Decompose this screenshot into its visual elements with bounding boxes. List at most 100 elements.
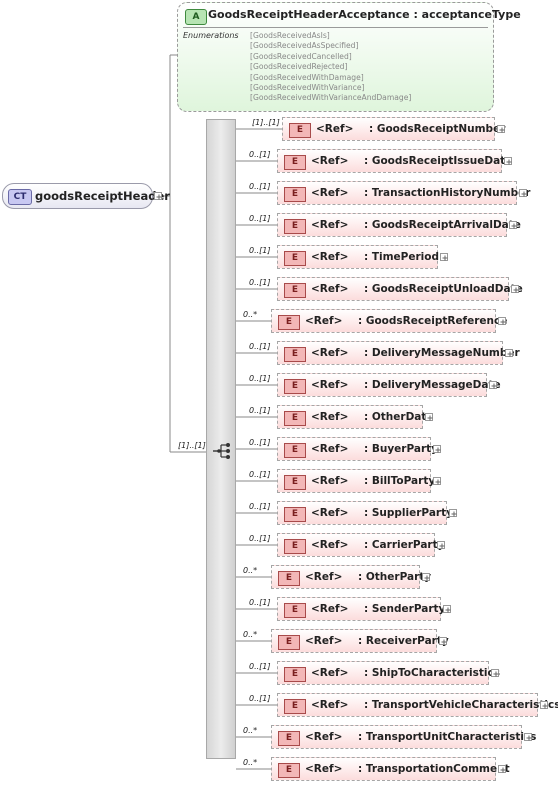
element-badge: E bbox=[284, 507, 306, 522]
element-badge: E bbox=[284, 379, 306, 394]
element-name: : GoodsReceiptReference bbox=[358, 315, 508, 327]
element-name: : OtherParty bbox=[358, 571, 432, 583]
element-name: : TransportationComment bbox=[358, 763, 510, 775]
element-ref: <Ref> bbox=[311, 251, 349, 263]
enumerations-label: Enumerations bbox=[183, 31, 239, 40]
element-cardinality: [1]..[1] bbox=[252, 118, 280, 127]
expand-icon[interactable] bbox=[433, 477, 441, 485]
enumeration-item: [GoodsReceivedCancelled] bbox=[250, 51, 352, 61]
complex-type-name: goodsReceiptHeader bbox=[35, 189, 170, 203]
sequence-bar bbox=[206, 119, 236, 759]
element-badge: E bbox=[284, 155, 306, 170]
element-node[interactable]: E<Ref>: BuyerParty bbox=[277, 437, 438, 461]
expand-icon[interactable] bbox=[449, 509, 457, 517]
element-node[interactable]: E<Ref>: CarrierParty bbox=[277, 533, 444, 557]
element-node[interactable]: E <Ref> : TimePeriod bbox=[277, 245, 440, 269]
expand-icon[interactable] bbox=[439, 637, 447, 645]
element-name: : TransportUnitCharacteristics bbox=[358, 731, 537, 743]
element-badge: E bbox=[278, 731, 300, 746]
attribute-type: : acceptanceType bbox=[413, 8, 521, 21]
element-name: : ReceiverParty bbox=[358, 635, 449, 647]
element-ref: <Ref> bbox=[311, 411, 349, 423]
element-name: : DeliveryMessageDate bbox=[364, 379, 501, 391]
expand-icon[interactable] bbox=[425, 413, 433, 421]
expand-icon[interactable] bbox=[422, 573, 430, 581]
element-cardinality: 0..[1] bbox=[249, 694, 271, 703]
element-badge: E bbox=[284, 219, 306, 234]
element-name: : SenderParty bbox=[364, 603, 446, 615]
element-badge: E bbox=[278, 571, 300, 586]
element-name: : GoodsReceiptUnloadDate bbox=[364, 283, 523, 295]
element-ref: <Ref> bbox=[311, 379, 349, 391]
expand-icon[interactable] bbox=[498, 765, 506, 773]
expand-icon[interactable] bbox=[540, 701, 548, 709]
sequence-icon[interactable] bbox=[212, 442, 232, 460]
attribute-title: GoodsReceiptHeaderAcceptance : acceptanc… bbox=[208, 8, 521, 21]
element-node[interactable]: E <Ref> : DeliveryMessageDate bbox=[277, 373, 501, 397]
expand-icon[interactable] bbox=[504, 157, 512, 165]
element-badge: E bbox=[284, 187, 306, 202]
element-node[interactable]: E<Ref>: TransactionHistoryNumber bbox=[277, 181, 530, 205]
attribute-badge: A bbox=[185, 9, 207, 25]
element-ref: <Ref> bbox=[316, 123, 354, 135]
element-ref: <Ref> bbox=[311, 347, 349, 359]
element-name: : DeliveryMessageNumber bbox=[364, 347, 520, 359]
element-node[interactable]: E<Ref>: GoodsReceiptUnloadDate bbox=[277, 277, 523, 301]
element-node[interactable]: E<Ref>: BillToParty bbox=[277, 469, 435, 493]
element-ref: <Ref> bbox=[311, 443, 349, 455]
element-name: : CarrierParty bbox=[364, 539, 445, 551]
expand-icon[interactable] bbox=[505, 349, 513, 357]
element-badge: E bbox=[284, 347, 306, 362]
element-name: : GoodsReceiptIssueDate bbox=[364, 155, 513, 167]
element-ref: <Ref> bbox=[311, 539, 349, 551]
element-badge: E bbox=[284, 251, 306, 266]
element-name: : TimePeriod bbox=[364, 251, 440, 263]
element-cardinality: 0..* bbox=[243, 566, 258, 575]
element-node[interactable]: E<Ref>: SenderParty bbox=[277, 597, 445, 621]
element-ref: <Ref> bbox=[311, 219, 349, 231]
element-node[interactable]: E<Ref>: TransportUnitCharacteristics bbox=[271, 725, 536, 749]
element-node[interactable]: E<Ref>: ShipToCharacteristics bbox=[277, 661, 500, 685]
expand-icon[interactable] bbox=[154, 192, 162, 200]
expand-icon[interactable] bbox=[524, 733, 532, 741]
expand-icon[interactable] bbox=[437, 541, 445, 549]
expand-icon[interactable] bbox=[440, 253, 448, 261]
element-node[interactable]: E<Ref>: OtherDate bbox=[277, 405, 434, 429]
expand-icon[interactable] bbox=[489, 381, 497, 389]
expand-icon[interactable] bbox=[433, 445, 441, 453]
element-cardinality: 0..[1] bbox=[249, 374, 271, 383]
element-node[interactable]: E<Ref>: GoodsReceiptNumber bbox=[282, 117, 505, 141]
expand-icon[interactable] bbox=[498, 317, 506, 325]
enumeration-item: [GoodsReceivedWithDamage] bbox=[250, 72, 364, 82]
element-node[interactable]: E<Ref>: TransportationComment bbox=[271, 757, 510, 781]
element-name: : BillToParty bbox=[364, 475, 436, 487]
element-cardinality: 0..* bbox=[243, 310, 258, 319]
element-node[interactable]: E<Ref>: GoodsReceiptReference bbox=[271, 309, 507, 333]
attribute-node[interactable]: A GoodsReceiptHeaderAcceptance : accepta… bbox=[177, 2, 521, 112]
complex-type-node[interactable]: CT goodsReceiptHeader bbox=[2, 183, 170, 209]
element-node[interactable]: E<Ref>: ReceiverParty bbox=[271, 629, 449, 653]
element-node[interactable]: E <Ref> : DeliveryMessageNumber bbox=[277, 341, 520, 365]
expand-icon[interactable] bbox=[509, 221, 517, 229]
element-node[interactable]: E<Ref>: TransportVehicleCharacteristics bbox=[277, 693, 558, 717]
element-node[interactable]: E<Ref>: OtherParty bbox=[271, 565, 431, 589]
element-badge: E bbox=[278, 763, 300, 778]
element-ref: <Ref> bbox=[311, 699, 349, 711]
element-badge: E bbox=[284, 283, 306, 298]
element-cardinality: 0..[1] bbox=[249, 470, 271, 479]
element-cardinality: 0..[1] bbox=[249, 214, 271, 223]
element-name: : SupplierParty bbox=[364, 507, 453, 519]
element-badge: E bbox=[289, 123, 311, 138]
expand-icon[interactable] bbox=[519, 189, 527, 197]
element-cardinality: 0..[1] bbox=[249, 278, 271, 287]
expand-icon[interactable] bbox=[511, 285, 519, 293]
element-name: : TransactionHistoryNumber bbox=[364, 187, 531, 199]
element-name: : OtherDate bbox=[364, 411, 434, 423]
expand-icon[interactable] bbox=[443, 605, 451, 613]
expand-icon[interactable] bbox=[491, 669, 499, 677]
element-node[interactable]: E<Ref>: GoodsReceiptIssueDate bbox=[277, 149, 512, 173]
element-node[interactable]: E<Ref>: SupplierParty bbox=[277, 501, 453, 525]
enumerations-list: [GoodsReceivedAsIs][GoodsReceivedAsSpeci… bbox=[250, 31, 411, 104]
element-node[interactable]: E<Ref>: GoodsReceiptArrivalDate bbox=[277, 213, 521, 237]
expand-icon[interactable] bbox=[497, 125, 505, 133]
